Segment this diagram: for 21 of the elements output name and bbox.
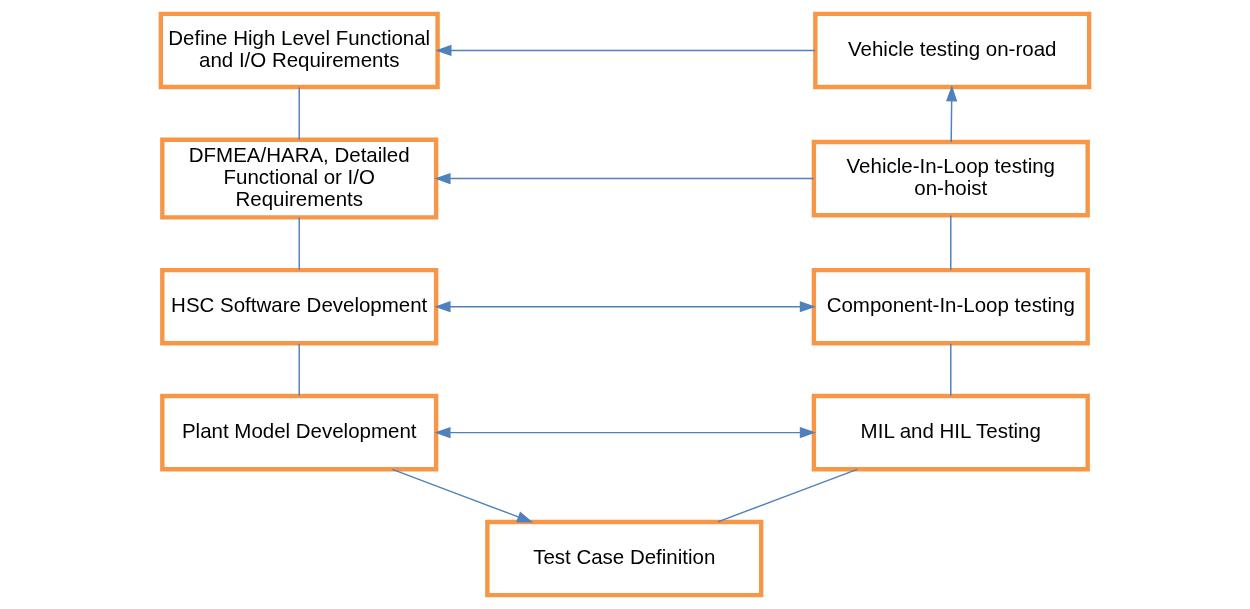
node-box: Define High Level Functional and I/O Requirements (158, 11, 440, 90)
connector (298, 343, 300, 397)
arrow (434, 426, 816, 439)
connector (950, 343, 952, 397)
node-box: Test Case Definition (485, 519, 764, 598)
node-box: MIL and HIL Testing (811, 393, 1090, 472)
node-box: Vehicle testing on-road (813, 11, 1092, 90)
node-box: Component-In-Loop testing (811, 267, 1090, 346)
connector (950, 214, 952, 271)
arrow (946, 85, 958, 143)
connector (298, 216, 300, 271)
node-box: HSC Software Development (160, 267, 439, 346)
node-box: DFMEA/HARA, Detailed Functional or I/O Requirements (160, 137, 439, 220)
connector (298, 86, 300, 141)
arrow (391, 468, 534, 523)
arrow (435, 44, 816, 57)
arrow (434, 172, 815, 185)
arrow (434, 301, 816, 313)
node-box: Vehicle-In-Loop testing on-hoist (811, 139, 1090, 218)
connector (717, 468, 858, 523)
node-box: Plant Model Development (160, 393, 439, 472)
